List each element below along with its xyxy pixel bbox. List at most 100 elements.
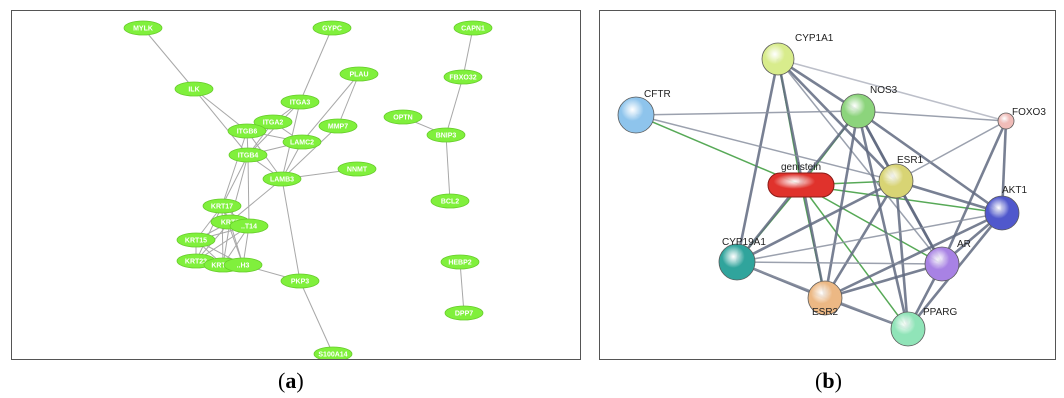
- node-nos3: NOS3: [840, 85, 898, 129]
- node-ar-shape: [924, 246, 960, 282]
- node-pkp3-label: PKP3: [291, 279, 309, 286]
- edge-pkp3-s100a14: [299, 280, 334, 355]
- node-nnmt: NNMT: [337, 161, 377, 177]
- node-bnip3-label: BNIP3: [436, 133, 457, 140]
- edge-nos3-foxo3: [857, 110, 1007, 122]
- node-lamc2: LAMC2: [282, 134, 322, 150]
- node-krt15: KRT15: [176, 232, 216, 248]
- edge-hebp2-dpp7: [459, 261, 465, 314]
- node-esr1: ESR1: [878, 155, 924, 199]
- node-cftr-label: CFTR: [644, 89, 671, 100]
- node-capn1-label: CAPN1: [461, 26, 485, 33]
- node-s100a14-shape: [313, 346, 353, 359]
- node-akt1: AKT1: [984, 185, 1027, 231]
- node-mylk-shape: [123, 20, 163, 36]
- node-itgb6-label: ITGB6: [237, 129, 258, 136]
- edge-esr1-akt1: [895, 179, 1003, 215]
- node-itga3-label: ITGA3: [290, 100, 311, 107]
- node-ilk-shape: [174, 81, 214, 97]
- edge-genistein-cftr: [635, 114, 802, 186]
- node-mylk: MYLK: [123, 20, 163, 36]
- edge-capn1-fbxo32: [462, 27, 474, 78]
- node-hebp2: HEBP2: [440, 254, 480, 270]
- edge-akt1-cyp19a1: [736, 212, 1003, 263]
- node-itga3-shape: [280, 94, 320, 110]
- edge-itgb4-krt14: [247, 154, 250, 227]
- node-cftr: CFTR: [617, 89, 671, 134]
- edge-genistein-ar: [800, 184, 943, 265]
- node-pkp3-shape: [280, 273, 320, 289]
- caption-b-open: (: [815, 368, 823, 393]
- caption-a-open: (: [278, 368, 286, 393]
- edge-nos3-esr2: [823, 110, 860, 299]
- node-gypc-label: GYPC: [322, 26, 342, 33]
- node-bcl2: BCL2: [430, 193, 470, 209]
- edge-cftr-esr1: [635, 114, 897, 182]
- node-pparg-label: PPARG: [923, 307, 957, 318]
- edge-cftr-nos3: [635, 110, 859, 116]
- edge-cyp1a1-esr1: [777, 58, 897, 182]
- node-itgb4: ITGB4: [228, 147, 268, 163]
- edge-ar-cyp19a1: [736, 261, 943, 265]
- edge-mylk-ilk: [142, 27, 195, 90]
- edge-itgb6-krt17: [221, 130, 248, 207]
- node-krt15-label: KRT15: [185, 238, 207, 245]
- node-krt17-shape: [202, 198, 242, 214]
- node-krt17-label: KRT17: [211, 204, 233, 211]
- node-optn-shape: [383, 109, 423, 125]
- edge-ilk-itgb4: [193, 88, 249, 156]
- caption-b-close: ): [834, 368, 842, 393]
- node-dpp7: DPP7: [444, 305, 484, 321]
- edge-genistein-akt1: [800, 184, 1003, 214]
- node-bnip3: BNIP3: [426, 127, 466, 143]
- edge-plau-mmp7: [337, 73, 360, 127]
- edge-lamb3-pkp3: [281, 178, 301, 282]
- node-itgb6-shape: [227, 123, 267, 139]
- node-cyp1a1-shape: [761, 42, 795, 76]
- node-cyp19a1: CYP19A1: [718, 237, 766, 281]
- node-itgb4-shape: [228, 147, 268, 163]
- node-capn1-shape: [453, 20, 493, 36]
- node-itga2: ITGA2: [253, 114, 293, 130]
- edge-plau-lamc2: [301, 73, 360, 143]
- node-nos3-shape: [840, 93, 876, 129]
- node-lamb3-shape: [262, 171, 302, 187]
- edge-akt1-esr2: [824, 211, 1003, 300]
- node-itgb6: ITGB6: [227, 123, 267, 139]
- node-s100a14-label: S100A14: [318, 352, 347, 359]
- caption-b-letter: b: [822, 368, 835, 393]
- node-krt23-label: KRT23: [185, 259, 207, 266]
- node-plau: PLAU: [339, 66, 379, 82]
- node-genistein-label: genistein: [781, 162, 821, 173]
- node-optn: OPTN: [383, 109, 423, 125]
- node-genistein-shape: [767, 172, 835, 198]
- node-bnip3-shape: [426, 127, 466, 143]
- node-bcl2-label: BCL2: [441, 199, 459, 206]
- node-cyp1a1-label: CYP1A1: [795, 33, 834, 44]
- node-gypc: GYPC: [312, 20, 352, 36]
- node-s100a14: S100A14: [313, 346, 353, 359]
- caption-a: (a): [278, 368, 304, 394]
- node-esr2-label: ESR2: [812, 307, 839, 318]
- node-lamc2-shape: [282, 134, 322, 150]
- edge-genistein-pparg: [800, 184, 909, 330]
- node-cyp19a1-label: CYP19A1: [722, 237, 766, 248]
- node-ar-label: AR: [957, 239, 971, 250]
- node-plau-shape: [339, 66, 379, 82]
- node-gypc-shape: [312, 20, 352, 36]
- node-dpp7-shape: [444, 305, 484, 321]
- node-hebp2-shape: [440, 254, 480, 270]
- node-krt6c: ..H3: [223, 257, 263, 273]
- edge-bnip3-bcl2: [445, 134, 451, 202]
- node-nos3-label: NOS3: [870, 85, 898, 96]
- node-capn1: CAPN1: [453, 20, 493, 36]
- node-fbxo32-label: FBXO32: [449, 75, 476, 82]
- node-ilk: ILK: [174, 81, 214, 97]
- node-optn-label: OPTN: [393, 115, 412, 122]
- node-mmp7-shape: [318, 118, 358, 134]
- node-plau-label: PLAU: [349, 72, 368, 79]
